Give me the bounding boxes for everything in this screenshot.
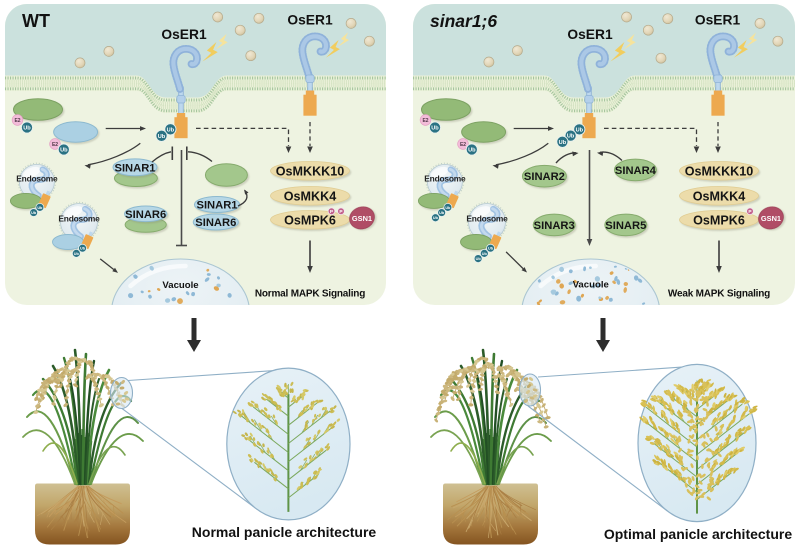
svg-text:Ub: Ub [158,134,166,140]
svg-text:Ub: Ub [23,126,31,132]
svg-text:OsMKK4: OsMKK4 [693,189,745,203]
svg-text:E2: E2 [422,118,428,124]
svg-text:Ub: Ub [559,140,567,146]
svg-text:Endosome: Endosome [16,173,58,183]
svg-text:SINAR6: SINAR6 [125,209,166,221]
svg-text:SINAR5: SINAR5 [605,220,646,232]
svg-text:OsER1: OsER1 [287,13,333,28]
svg-text:Weak MAPK Signaling: Weak MAPK Signaling [668,289,770,300]
svg-text:Ub: Ub [567,134,575,140]
svg-text:Ub: Ub [488,247,494,251]
svg-text:OsER1: OsER1 [161,27,207,42]
svg-text:E2: E2 [52,142,58,148]
svg-text:Ub: Ub [31,211,37,215]
svg-text:SINAR4: SINAR4 [615,165,657,177]
svg-text:P: P [330,209,334,215]
svg-text:WT: WT [22,11,50,31]
svg-text:OsER1: OsER1 [695,13,741,28]
svg-text:Ub: Ub [576,127,584,133]
svg-text:Ub: Ub [433,216,439,220]
svg-text:GSN1: GSN1 [352,214,372,223]
svg-text:Normal MAPK Signaling: Normal MAPK Signaling [255,289,365,300]
svg-text:OsMKK4: OsMKK4 [284,189,336,203]
svg-text:Vacuole: Vacuole [162,280,198,291]
svg-text:Ub: Ub [482,252,488,256]
svg-text:Ub: Ub [37,206,43,210]
svg-text:Endosome: Endosome [58,214,100,224]
svg-text:Endosome: Endosome [466,214,508,224]
svg-text:Ub: Ub [80,247,86,251]
svg-text:Ub: Ub [431,126,439,132]
svg-text:Ub: Ub [167,127,175,133]
svg-text:SINAR1: SINAR1 [114,162,155,174]
svg-text:GSN1: GSN1 [761,214,781,223]
svg-text:SINAR6: SINAR6 [195,217,236,229]
svg-text:P: P [748,209,752,215]
svg-text:OsMPK6: OsMPK6 [284,213,336,227]
svg-text:SINAR3: SINAR3 [534,220,575,232]
svg-text:Ub: Ub [468,148,476,154]
svg-text:E2: E2 [460,142,466,148]
svg-text:Ub: Ub [60,148,68,154]
svg-text:Vacuole: Vacuole [573,280,609,291]
svg-text:Endosome: Endosome [424,173,466,183]
svg-text:sinar1;6: sinar1;6 [430,11,497,31]
svg-text:OsMKKK10: OsMKKK10 [685,164,754,178]
svg-text:E2: E2 [14,118,20,124]
svg-text:OsMPK6: OsMPK6 [693,213,745,227]
svg-text:Optimal panicle architecture: Optimal panicle architecture [604,526,792,542]
svg-text:SINAR2: SINAR2 [524,171,565,183]
svg-text:Ub: Ub [439,211,445,215]
svg-text:Normal panicle architecture: Normal panicle architecture [192,524,377,540]
svg-text:OsER1: OsER1 [567,27,613,42]
svg-text:Ub: Ub [445,206,451,210]
svg-text:OsMKKK10: OsMKKK10 [276,164,345,178]
svg-text:P: P [339,209,343,215]
svg-text:Ub: Ub [476,257,482,261]
svg-text:Ub: Ub [74,252,80,256]
svg-text:SINAR1: SINAR1 [196,200,237,212]
